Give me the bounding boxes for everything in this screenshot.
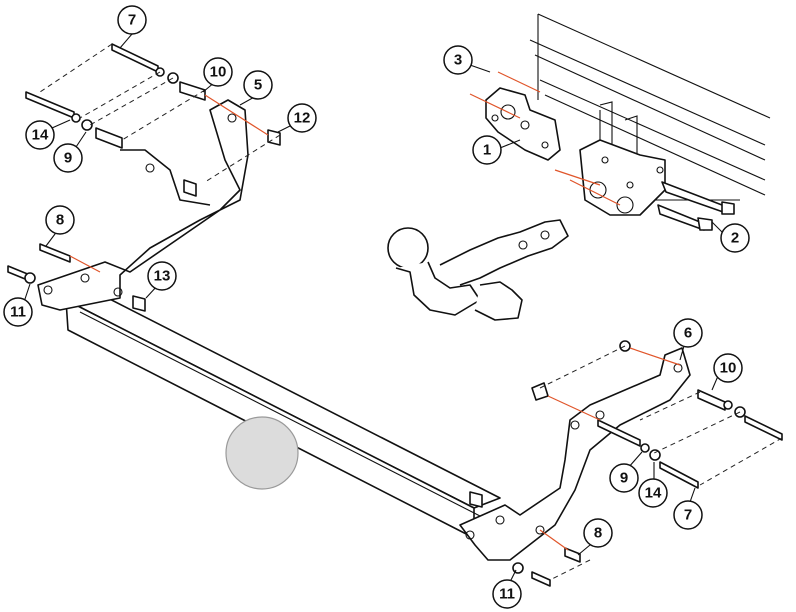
- callout-label: 13: [154, 268, 171, 285]
- callout-label: 7: [684, 507, 692, 524]
- callout-label: 8: [594, 525, 602, 542]
- callout-label: 14: [32, 127, 49, 144]
- callout-14-bottom: 14: [638, 462, 668, 508]
- callout-label: 8: [56, 212, 64, 229]
- callout-2: 2: [711, 221, 750, 253]
- callout-label: 7: [128, 12, 136, 29]
- callout-label: 14: [645, 485, 662, 502]
- tow-ball-neck: [387, 219, 569, 321]
- callout-label: 10: [210, 64, 227, 81]
- callout-8-left: 8: [45, 205, 75, 247]
- callout-7-top: 7: [117, 5, 147, 49]
- callout-label: 12: [294, 110, 311, 127]
- chassis-mounting-plate: [554, 139, 666, 216]
- callout-11-bottom: 11: [492, 569, 522, 609]
- left-fixings: [7, 43, 281, 312]
- right-fixings: [469, 340, 783, 587]
- callout-label: 6: [684, 325, 692, 342]
- callout-10-top: 10: [202, 57, 233, 93]
- callout-9-bottom: 9: [609, 451, 643, 493]
- bolts-part-2: [657, 181, 735, 231]
- callout-12: 12: [277, 103, 317, 133]
- ball-mount-bracket: [469, 71, 561, 161]
- callout-13: 13: [145, 261, 177, 299]
- callout-6: 6: [673, 318, 703, 361]
- callout-label: 5: [254, 77, 262, 94]
- callout-label: 9: [620, 470, 628, 487]
- circle-marker: [225, 416, 299, 490]
- cross-bar: [65, 289, 501, 539]
- callout-7-bottom: 7: [673, 487, 703, 530]
- callout-10-right: 10: [711, 353, 743, 391]
- callout-9-top: 9: [53, 131, 87, 173]
- callout-5: 5: [239, 70, 273, 106]
- callout-label: 1: [483, 142, 491, 159]
- callout-1: 1: [472, 135, 521, 165]
- callout-label: 10: [720, 360, 737, 377]
- callout-11-left: 11: [3, 283, 33, 327]
- callout-label: 2: [731, 230, 739, 247]
- callout-label: 11: [10, 304, 26, 321]
- callout-label: 9: [64, 150, 72, 167]
- callout-label: 11: [499, 586, 515, 603]
- callout-label: 3: [454, 52, 462, 69]
- callout-8-bottom: 8: [577, 518, 613, 556]
- callout-14-top: 14: [25, 119, 71, 150]
- callout-3: 3: [443, 45, 491, 75]
- left-side-bracket: [37, 99, 249, 311]
